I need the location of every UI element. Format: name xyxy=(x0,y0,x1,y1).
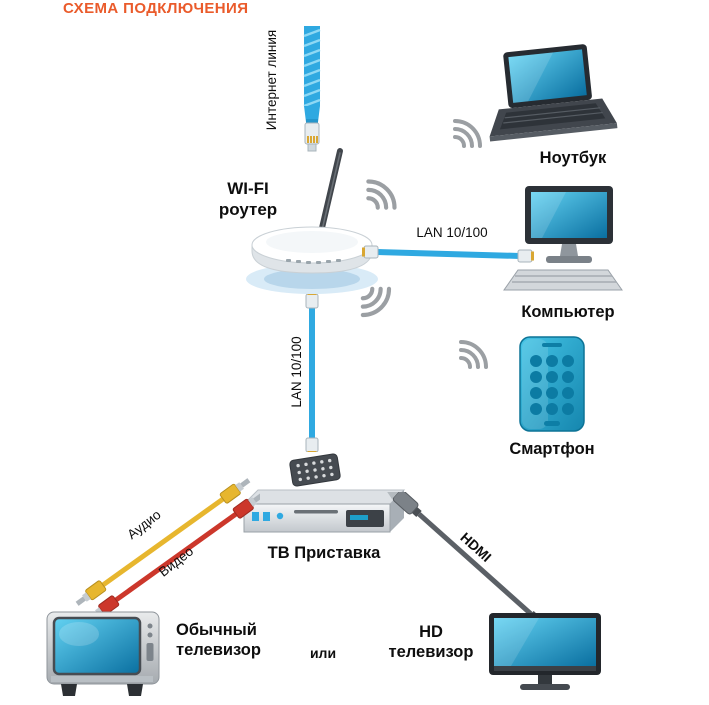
router-label-line2: роутер xyxy=(218,199,278,219)
router-label: WI-FI роутер xyxy=(198,179,298,220)
lan-to-tvbox-label: LAN 10/100 xyxy=(289,336,304,408)
smartphone-label: Смартфон xyxy=(509,440,595,458)
remote-control-icon xyxy=(279,449,351,498)
smartphone-icon xyxy=(512,335,592,440)
router-label-line1: WI-FI xyxy=(227,179,269,198)
laptop-label: Ноутбук xyxy=(539,149,607,167)
tvbox-label: ТВ Приставка xyxy=(267,544,381,562)
computer-label: Компьютер xyxy=(521,303,615,321)
wifi-wave-icon xyxy=(360,170,406,221)
desktop-computer-icon xyxy=(500,186,638,309)
wifi-wave-icon xyxy=(453,331,497,380)
rca-cables-icon xyxy=(55,477,264,634)
tv-set-top-box-icon xyxy=(238,482,410,549)
hd-tv-icon xyxy=(487,611,605,704)
wifi-wave-icon xyxy=(447,110,491,159)
lan-to-computer-label: LAN 10/100 xyxy=(416,225,488,240)
internet-line-label: Интернет линия xyxy=(264,29,279,131)
lan-cable-horizontal-icon xyxy=(360,236,536,277)
or-label: или xyxy=(309,645,337,661)
regular-tv-label-line1: Обычный xyxy=(176,621,257,639)
regular-tv-label: Обычный телевизор xyxy=(176,620,306,660)
hd-tv-label-line2: телевизор xyxy=(388,643,474,662)
laptop-icon xyxy=(480,44,620,159)
crt-tv-icon xyxy=(45,610,163,705)
wifi-wave-icon xyxy=(350,281,401,327)
hd-tv-label-line1: HD xyxy=(419,623,443,641)
hd-tv-label: HD телевизор xyxy=(378,622,484,662)
regular-tv-label-line2: телевизор xyxy=(176,641,261,660)
router-icon xyxy=(240,133,390,303)
ethernet-cable-icon xyxy=(292,26,332,161)
page-title: СХЕМА ПОДКЛЮЧЕНИЯ xyxy=(63,0,249,17)
